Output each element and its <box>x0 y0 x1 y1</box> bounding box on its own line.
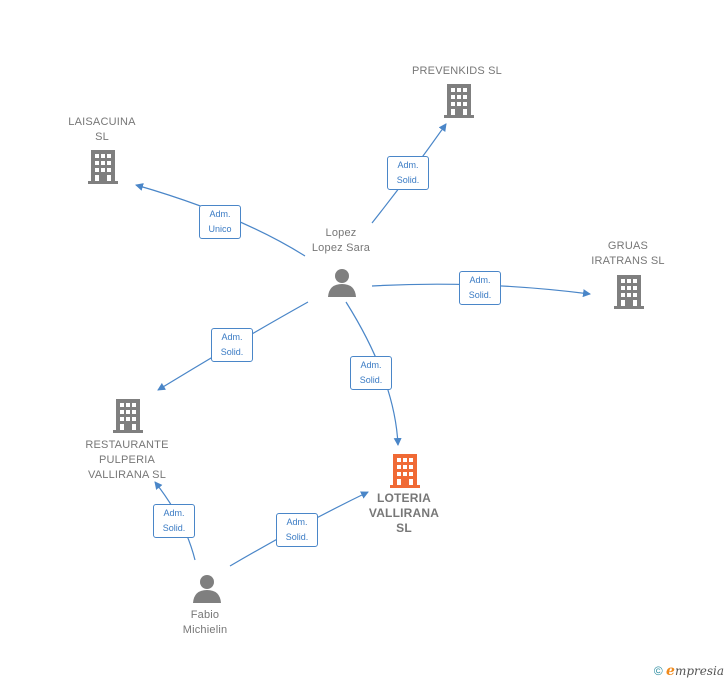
building-focus-icon[interactable] <box>390 454 420 488</box>
building-icon[interactable] <box>88 150 118 184</box>
building-icon[interactable] <box>614 275 644 309</box>
edge-label-fabio-restaurante[interactable]: Adm. Solid. <box>153 504 195 538</box>
person-icon[interactable] <box>327 267 357 297</box>
copyright-icon: © <box>653 664 663 678</box>
node-label-lopez[interactable]: Lopez Lopez Sara <box>311 227 371 254</box>
node-label-loteria[interactable]: LOTERIA VALLIRANA SL <box>368 491 440 535</box>
footer-brand: © empresia <box>654 663 724 679</box>
building-icon[interactable] <box>113 399 143 433</box>
empresia-logo: empresia <box>666 663 724 679</box>
node-label-fabio[interactable]: Fabio Michielin <box>182 609 228 636</box>
node-label-laisacuina[interactable]: LAISACUINA SL <box>68 116 136 143</box>
node-label-restaurante[interactable]: RESTAURANTE PULPERIA VALLIRANA SL <box>85 439 169 481</box>
edge-label-fabio-loteria[interactable]: Adm. Solid. <box>276 513 318 547</box>
person-icon[interactable] <box>192 573 222 603</box>
node-label-gruas[interactable]: GRUAS IRATRANS SL <box>591 240 665 267</box>
edge-label-lopez-loteria[interactable]: Adm. Solid. <box>350 356 392 390</box>
edge-label-lopez-prevenkids[interactable]: Adm. Solid. <box>387 156 429 190</box>
building-icon[interactable] <box>444 84 474 118</box>
edge-label-lopez-restaurante[interactable]: Adm. Solid. <box>211 328 253 362</box>
edge-label-lopez-laisacuina[interactable]: Adm. Unico <box>199 205 241 239</box>
node-label-prevenkids[interactable]: PREVENKIDS SL <box>411 65 503 77</box>
edge-label-lopez-gruas[interactable]: Adm. Solid. <box>459 271 501 305</box>
